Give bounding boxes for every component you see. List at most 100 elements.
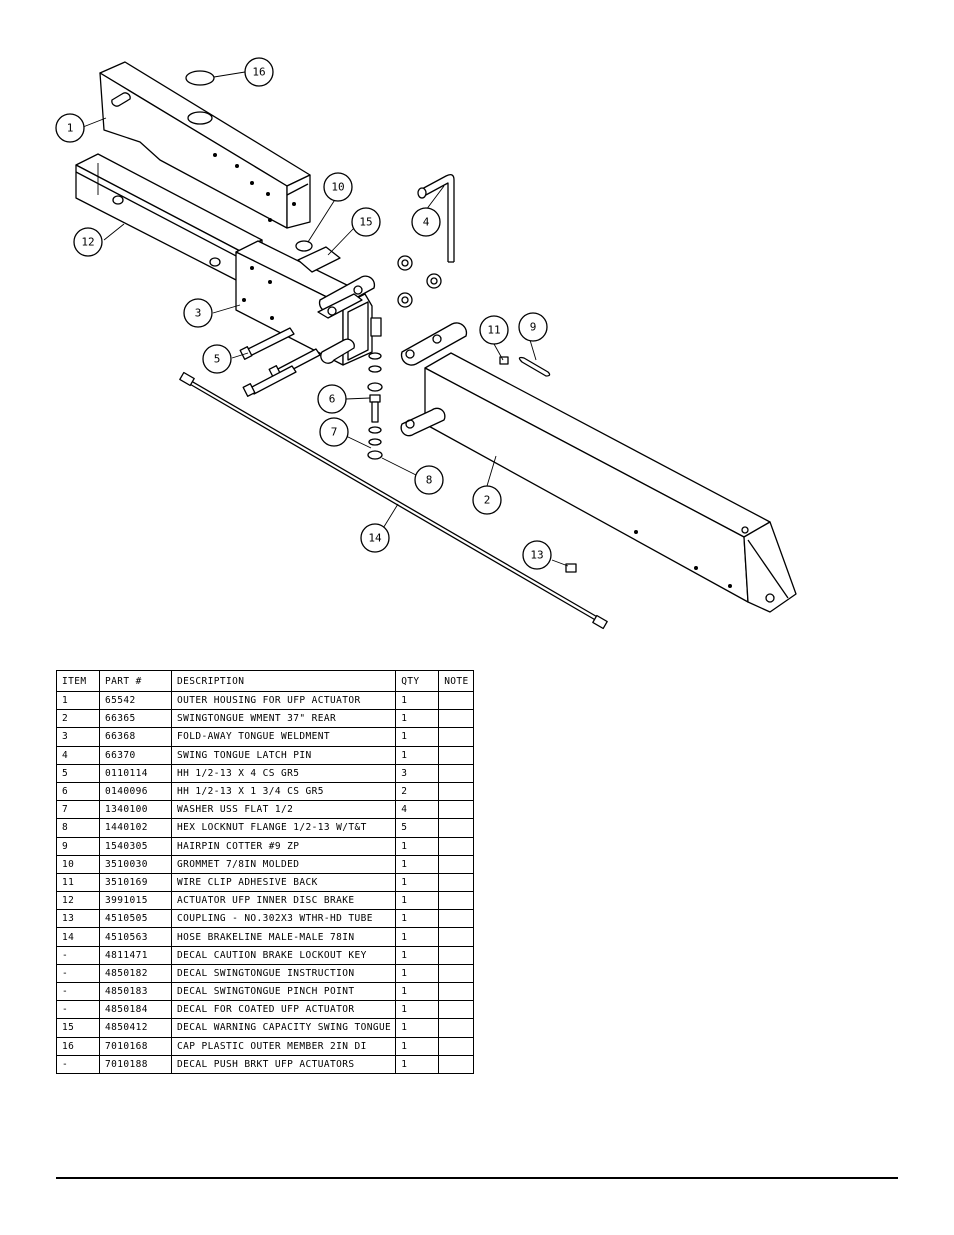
cell-description: FOLD-AWAY TONGUE WELDMENT (170, 727, 397, 747)
cell-part-number: 66368 (99, 727, 172, 747)
cell-part-number: 1540305 (99, 836, 172, 856)
cell-part-number: 4850182 (99, 963, 172, 984)
hex-locknuts (367, 255, 442, 460)
cell-description: DECAL WARNING CAPACITY SWING TONGUE (170, 1018, 397, 1038)
callout-6: 6 (317, 384, 347, 414)
cell-part-number: 4811471 (99, 945, 172, 965)
cap-part (185, 70, 215, 86)
callout-13: 13 (522, 540, 552, 570)
cell-note (438, 800, 474, 820)
cell-part-number: 1440102 (99, 818, 172, 838)
callout-14: 14 (360, 523, 390, 553)
cell-item: - (56, 1000, 100, 1020)
cell-description: HEX LOCKNUT FLANGE 1/2-13 W/T&T (170, 818, 397, 838)
callout-7: 7 (319, 417, 349, 447)
cell-qty: 1 (395, 1036, 440, 1056)
cell-part-number: 4850183 (99, 981, 172, 1002)
cell-description: DECAL CAUTION BRAKE LOCKOUT KEY (170, 945, 397, 965)
cell-item: 6 (56, 781, 100, 802)
cell-description: HAIRPIN COTTER #9 ZP (170, 836, 397, 856)
cell-description: DECAL SWINGTONGUE PINCH POINT (170, 981, 397, 1002)
callout-9: 9 (518, 312, 548, 342)
cell-part-number: 4510505 (99, 909, 172, 929)
cell-description: HOSE BRAKELINE MALE-MALE 78IN (170, 927, 397, 947)
cell-part-number: 66370 (99, 745, 172, 765)
footer-rule (56, 1177, 898, 1179)
hairpin-cotter-part (518, 356, 551, 377)
cell-item: 9 (56, 836, 100, 856)
svg-text:3: 3 (195, 307, 202, 320)
cell-part-number: 0140096 (99, 781, 172, 802)
cell-note (438, 709, 474, 729)
cell-part-number: 7010168 (99, 1036, 172, 1056)
svg-text:4: 4 (423, 216, 430, 229)
cell-qty: 1 (395, 854, 440, 874)
cell-note (438, 927, 474, 947)
cell-qty: 3 (395, 763, 440, 783)
cell-part-number: 1340100 (99, 800, 172, 820)
cell-qty: 1 (395, 927, 440, 947)
cell-part-number: 3510169 (99, 872, 172, 893)
cell-item: 8 (56, 818, 100, 838)
header-part-number: PART # (99, 670, 172, 692)
svg-text:10: 10 (331, 181, 344, 194)
cell-item: 5 (56, 763, 100, 783)
cell-part-number: 4850412 (99, 1018, 172, 1038)
cell-item: 3 (56, 727, 100, 747)
cell-part-number: 4510563 (99, 927, 172, 947)
grommet-part (295, 240, 313, 252)
callout-4: 4 (411, 207, 441, 237)
cell-note (438, 690, 474, 711)
callout-8: 8 (414, 465, 444, 495)
cell-item: 11 (56, 872, 100, 893)
svg-text:5: 5 (214, 353, 221, 366)
cell-description: SWING TONGUE LATCH PIN (170, 745, 397, 765)
cell-description: DECAL SWINGTONGUE INSTRUCTION (170, 963, 397, 984)
cell-item: 7 (56, 800, 100, 820)
callout-5: 5 (202, 344, 232, 374)
cell-qty: 4 (395, 800, 440, 820)
cell-description: HH 1/2-13 X 1 3/4 CS GR5 (170, 781, 397, 802)
cell-description: SWINGTONGUE WMENT 37" REAR (170, 709, 397, 729)
header-item: ITEM (56, 670, 100, 692)
callout-12: 12 (73, 227, 103, 257)
svg-text:16: 16 (252, 66, 265, 79)
cell-part-number: 7010188 (99, 1054, 172, 1074)
cell-note (438, 818, 474, 838)
cell-note (438, 854, 474, 874)
callout-16: 16 (244, 57, 274, 87)
cell-note (438, 1054, 474, 1074)
coupling-part (565, 563, 577, 573)
cell-item: - (56, 1054, 100, 1074)
cell-item: 1 (56, 690, 100, 711)
cell-qty: 1 (395, 745, 440, 765)
cell-qty: 1 (395, 945, 440, 965)
cell-note (438, 745, 474, 765)
cell-description: ACTUATOR UFP INNER DISC BRAKE (170, 891, 397, 911)
svg-text:9: 9 (530, 321, 537, 334)
cell-description: HH 1/2-13 X 4 CS GR5 (170, 763, 397, 783)
parts-table-header-row: ITEM PART # DESCRIPTION QTY NOTE (56, 670, 474, 692)
cell-part-number: 0110114 (99, 763, 172, 783)
callout-11: 11 (479, 315, 509, 345)
cell-qty: 1 (395, 909, 440, 929)
cell-item: 2 (56, 709, 100, 729)
cell-qty: 1 (395, 981, 440, 1002)
cell-qty: 1 (395, 872, 440, 893)
cell-note (438, 781, 474, 802)
cell-description: OUTER HOUSING FOR UFP ACTUATOR (170, 690, 397, 711)
